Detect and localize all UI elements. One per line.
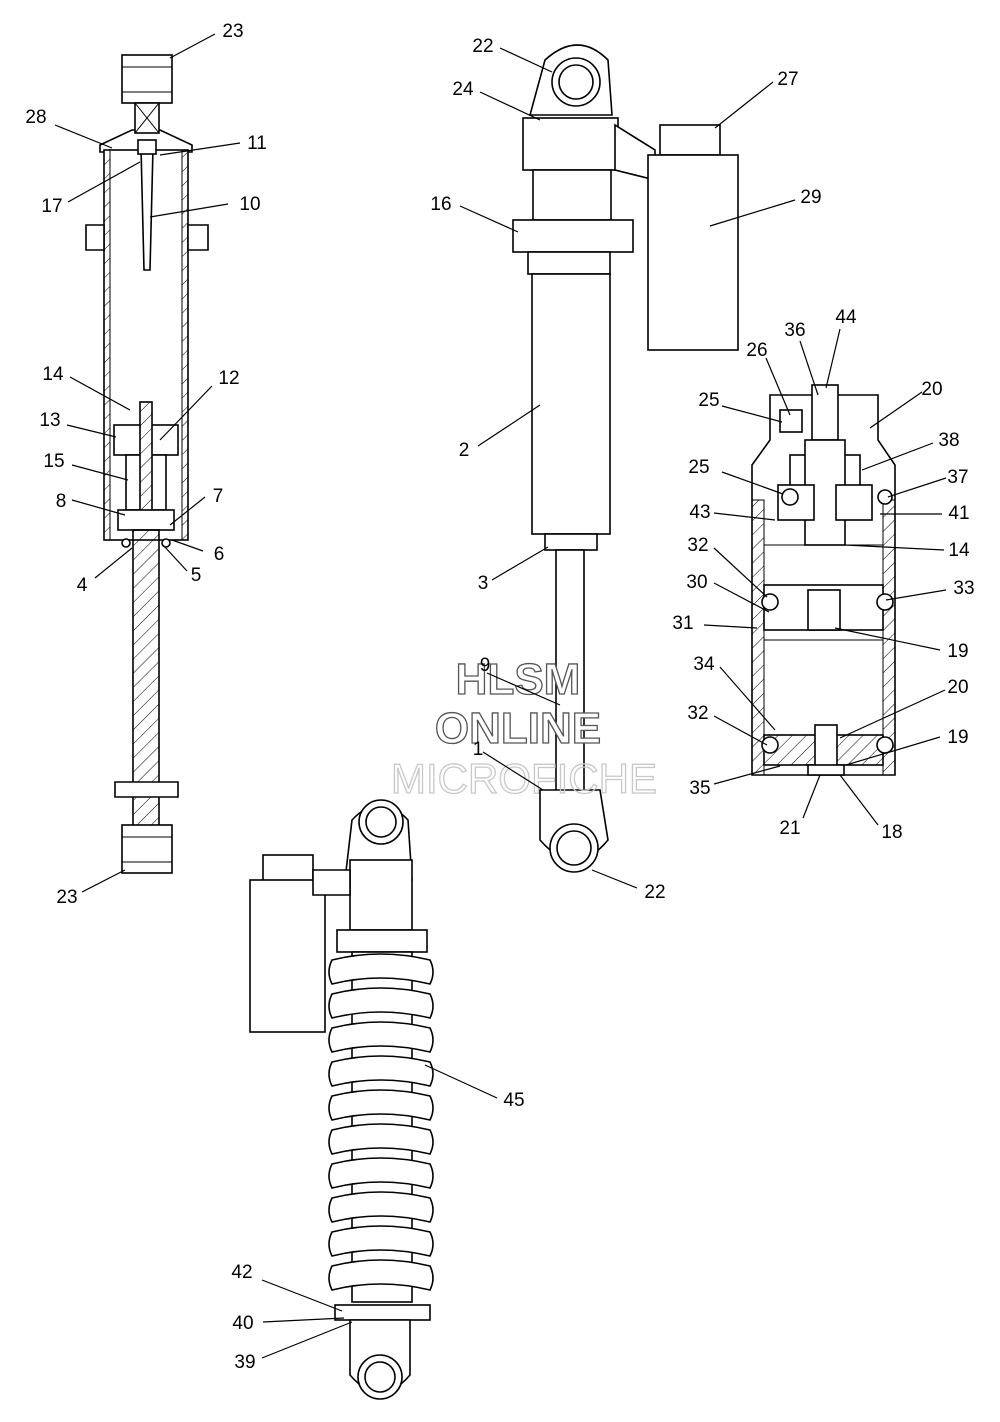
callout-20-top: 20 [921,379,942,400]
callout-23-top: 23 [222,21,243,42]
callout-5: 5 [191,565,202,586]
callout-17: 17 [41,196,62,217]
callout-29: 29 [800,187,821,208]
callout-11: 11 [247,133,267,154]
callout-32-bottom: 32 [687,703,708,724]
callout-14-right: 14 [948,540,970,561]
callout-22-bottom: 22 [644,882,665,903]
callout-35: 35 [689,778,710,799]
callout-25-top: 25 [698,390,719,411]
callout-25-mid: 25 [688,457,709,478]
callout-27: 27 [777,69,798,90]
callout-19-bottom: 19 [947,727,968,748]
callout-8: 8 [56,491,67,512]
callout-23-bottom: 23 [56,887,77,908]
callout-42: 42 [231,1262,252,1283]
reservoir-cross-section [751,384,896,776]
callout-40: 40 [232,1313,253,1334]
callout-16: 16 [430,194,451,215]
callout-39: 39 [234,1352,255,1373]
callout-28: 28 [25,107,46,128]
callout-44: 44 [835,307,857,328]
callout-21: 21 [779,818,800,839]
watermark-line-1: HLSM [456,655,581,704]
callout-41: 41 [948,503,969,524]
callout-1: 1 [473,739,484,760]
callout-20-bottom: 20 [947,677,968,698]
callout-15: 15 [43,451,64,472]
callout-31: 31 [672,613,693,634]
coil-spring [328,951,434,1303]
callout-45: 45 [503,1090,524,1111]
callout-34: 34 [693,654,715,675]
callout-26: 26 [746,340,767,361]
callout-38: 38 [938,430,959,451]
callout-7: 7 [213,486,224,507]
callout-37: 37 [947,467,968,488]
callout-6: 6 [214,544,225,565]
shock-cross-section [85,54,209,874]
callout-14-left: 14 [42,364,64,385]
callout-24: 24 [452,79,474,100]
callout-4: 4 [77,575,88,596]
callout-30: 30 [686,572,707,593]
callout-labels: 23 28 11 17 10 14 12 13 15 8 7 6 4 5 23 … [25,21,974,1373]
watermark: HLSM ONLINE MICROFICHE [390,654,657,802]
shock-external-view [512,44,739,873]
callout-12: 12 [218,368,239,389]
callout-22-top: 22 [472,36,493,57]
callout-3: 3 [478,573,489,594]
leader-lines [54,33,947,1359]
shock-with-spring [249,799,434,1400]
callout-32-top: 32 [687,535,708,556]
watermark-line-2: ONLINE [435,704,601,753]
callout-36: 36 [784,320,805,341]
callout-33: 33 [953,578,974,599]
callout-43: 43 [689,502,710,523]
callout-13: 13 [39,410,60,431]
callout-9: 9 [480,655,491,676]
callout-10: 10 [239,194,260,215]
callout-18: 18 [881,822,902,843]
callout-19-top: 19 [947,641,968,662]
callout-2: 2 [459,440,470,461]
